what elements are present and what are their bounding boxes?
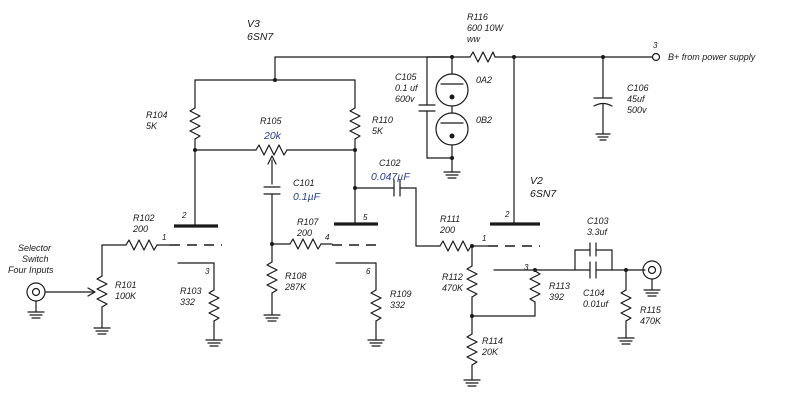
r104-value: 5K: [146, 121, 158, 131]
v3-pin3: 3: [205, 267, 210, 276]
v2-ref: V2: [530, 175, 543, 187]
r110-ref: R110: [372, 115, 393, 125]
resistor-r112: R112 470K: [442, 245, 478, 318]
v3-type: 6SN7: [247, 31, 274, 43]
v3-left-triode: 2 1 3: [162, 149, 222, 291]
bplus-rail: [194, 56, 653, 82]
c105-voltage: 600v: [395, 94, 415, 104]
r116-note: ww: [467, 34, 480, 44]
potentiometer-r101: R101 100K: [44, 244, 137, 335]
r116-ref: R116: [467, 12, 488, 22]
v3-pin4: 4: [325, 233, 330, 242]
v2-pin3: 3: [524, 263, 529, 272]
v2-triode: 2 1 3: [482, 210, 541, 272]
resistor-r104: R104 5K: [146, 79, 201, 151]
r105-ref: R105: [260, 116, 283, 126]
v3-right-triode: 5 4 6: [325, 149, 382, 291]
resistor-r111: R111 200: [415, 214, 489, 252]
capacitor-c101: C101 0.1µF: [263, 178, 321, 245]
v3-ref: V3: [247, 18, 260, 30]
r102-ref: R102: [133, 213, 155, 223]
r103-ref: R103: [180, 286, 202, 296]
capacitor-c104: C104 0.01uf: [583, 261, 646, 309]
resistor-r110: R110 5K: [349, 79, 393, 151]
output-jack: [642, 260, 662, 297]
c102-ref: C102: [379, 158, 401, 168]
c104-value: 0.01uf: [583, 299, 610, 309]
resistor-r116: R116 600 10W ww: [467, 12, 505, 63]
r108-ref: R108: [285, 271, 307, 281]
selector-line3: Four Inputs: [8, 265, 54, 275]
c103-ref: C103: [587, 216, 609, 226]
r101-ref: R101: [115, 280, 137, 290]
bplus-label: B+ from power supply: [668, 52, 756, 62]
v2-plate-feed: [512, 55, 516, 225]
r108-value: 287K: [284, 282, 307, 292]
c104-ref: C104: [583, 288, 605, 298]
resistor-r115: R115 470K: [617, 268, 662, 345]
r114-value: 20K: [481, 347, 499, 357]
r107-ref: R107: [297, 217, 320, 227]
potentiometer-r105: R105 20k: [193, 116, 357, 185]
resistor-r102: R102 200: [101, 213, 171, 251]
ob2-ref: 0B2: [476, 115, 492, 125]
resistor-r107: R107 200: [270, 217, 333, 250]
v2-pin2: 2: [504, 210, 510, 219]
r109-ref: R109: [390, 289, 412, 299]
c106-value: 45uf: [627, 94, 646, 104]
r111-ref: R111: [440, 214, 460, 224]
resistor-r108: R108 287K: [263, 243, 307, 322]
r105-value: 20k: [263, 130, 282, 142]
r109-value: 332: [390, 300, 405, 310]
r102-value: 200: [132, 224, 148, 234]
r112-ref: R112: [442, 272, 463, 282]
r101-value: 100K: [115, 291, 137, 301]
c105-ref: C105: [395, 72, 418, 82]
resistor-r109: R109 332: [367, 289, 412, 347]
c105-value: 0.1 uf: [395, 83, 419, 93]
r113-value: 392: [549, 292, 564, 302]
r107-value: 200: [296, 228, 312, 238]
r113-ref: R113: [549, 281, 570, 291]
v3-pin2: 2: [181, 211, 187, 220]
r104-ref: R104: [146, 110, 168, 120]
resistor-r103: R103 332: [180, 286, 223, 347]
c101-value: 0.1µF: [293, 191, 321, 203]
regulator-string: C105 0.1 uf 600v 0A2 0B2: [395, 55, 492, 179]
resistor-r113: R113 392: [471, 268, 570, 317]
c102-value: 0.047µF: [371, 171, 410, 183]
r115-value: 470K: [640, 316, 662, 326]
capacitor-c102: C102 0.047µF: [353, 158, 417, 247]
c106-ref: C106: [627, 83, 649, 93]
r110-value: 5K: [372, 126, 384, 136]
bplus-terminal: 3 B+ from power supply: [651, 41, 756, 62]
input-jack: Selector Switch Four Inputs: [8, 243, 54, 319]
selector-line2: Switch: [22, 254, 49, 264]
v3-pin6: 6: [366, 267, 371, 276]
r112-value: 470K: [442, 283, 464, 293]
oa2-ref: 0A2: [476, 75, 492, 85]
r116-value: 600 10W: [467, 23, 505, 33]
selector-line1: Selector: [18, 243, 52, 253]
r103-value: 332: [180, 297, 195, 307]
resistor-r114: R114 20K: [463, 315, 503, 387]
bplus-pin-number: 3: [653, 41, 658, 50]
v2-pin1: 1: [482, 234, 486, 243]
v3-pin1: 1: [162, 233, 166, 242]
c101-ref: C101: [293, 178, 315, 188]
capacitor-c106: C106 45uf 500v: [593, 55, 649, 141]
r115-ref: R115: [640, 305, 662, 315]
r111-value: 200: [439, 225, 455, 235]
c106-voltage: 500v: [627, 105, 647, 115]
v2-type: 6SN7: [530, 188, 557, 200]
capacitor-c103: C103 3.3uf: [539, 216, 613, 271]
v3-pin5: 5: [363, 213, 368, 222]
r114-ref: R114: [482, 336, 503, 346]
c103-value: 3.3uf: [587, 227, 609, 237]
